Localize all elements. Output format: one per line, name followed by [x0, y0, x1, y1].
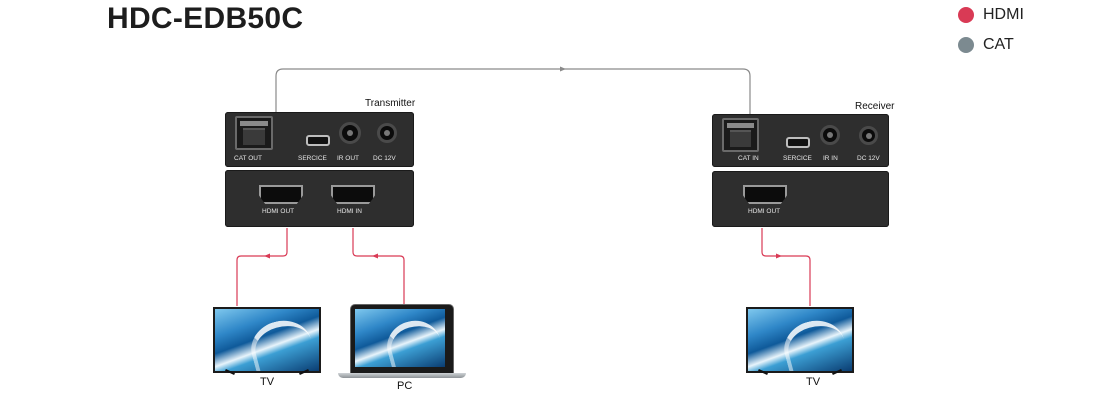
hdmi-cable-rx-to-tv: [761, 228, 811, 306]
legend-label-cat: CAT: [983, 36, 1014, 53]
hdmi-arrow-tx-to-tv: [264, 253, 270, 259]
ir-in-jack: [820, 125, 840, 145]
tv-right: [746, 307, 854, 377]
hdmi-out-port-rx: [743, 185, 787, 204]
receiver-top-panel: CAT IN SERCICE IR IN DC 12V: [712, 114, 889, 167]
diagram-title: HDC-EDB50C: [107, 2, 304, 35]
tv-right-screen: [746, 307, 854, 373]
service-label: SERCICE: [298, 155, 327, 162]
pc-screen: [355, 309, 445, 367]
tv-right-label: TV: [806, 376, 821, 388]
hdmi-arrow-pc-to-tx: [372, 253, 378, 259]
legend-item-cat: CAT: [958, 30, 1024, 60]
service-port-rx: [786, 137, 810, 148]
cat-out-port: [235, 116, 273, 150]
hdmi-color-dot: [958, 7, 974, 23]
ir-out-label: IR OUT: [337, 155, 360, 162]
tv-left-screen: [213, 307, 321, 373]
hdmi-cable-tx-to-tv: [236, 228, 288, 306]
legend-item-hdmi: HDMI: [958, 0, 1024, 30]
transmitter-bottom-panel: HDMI OUT HDMI IN: [225, 170, 414, 227]
hdmi-out-label: HDMI OUT: [262, 208, 295, 215]
dc-12v-jack-rx: [859, 126, 878, 145]
ir-in-label: IR IN: [823, 155, 838, 162]
tv-left-label: TV: [260, 376, 275, 388]
cat-color-dot: [958, 37, 974, 53]
legend: HDMI CAT: [958, 0, 1024, 60]
transmitter-label: Transmitter: [365, 98, 416, 109]
pc-laptop: [338, 304, 468, 380]
tv-left: [213, 307, 321, 377]
receiver-label: Receiver: [855, 101, 895, 112]
service-port: [306, 135, 330, 146]
hdmi-arrow-rx-to-tv: [776, 253, 782, 259]
pc-label: PC: [397, 380, 413, 392]
laptop-lid: [350, 304, 454, 374]
ir-out-jack: [339, 122, 361, 144]
hdmi-cable-pc-to-tx: [352, 228, 405, 306]
service-label-rx: SERCICE: [783, 155, 812, 162]
dc-label: DC 12V: [373, 155, 396, 162]
cat-cable: [275, 68, 751, 114]
hdmi-out-port: [259, 185, 303, 204]
dc-label-rx: DC 12V: [857, 155, 880, 162]
cat-in-port: [722, 118, 759, 152]
cat-in-label: CAT IN: [738, 155, 759, 162]
hdmi-in-port: [331, 185, 375, 204]
receiver-bottom-panel: HDMI OUT: [712, 171, 889, 227]
laptop-base: [338, 373, 466, 378]
cat-out-label: CAT OUT: [234, 155, 262, 162]
legend-label-hdmi: HDMI: [983, 6, 1024, 23]
hdmi-out-label-rx: HDMI OUT: [748, 208, 781, 215]
transmitter-top-panel: CAT OUT SERCICE IR OUT DC 12V: [225, 112, 414, 167]
hdmi-in-label: HDMI IN: [337, 208, 362, 215]
dc-12v-jack: [377, 123, 397, 143]
cat-direction-arrow: [560, 66, 566, 72]
